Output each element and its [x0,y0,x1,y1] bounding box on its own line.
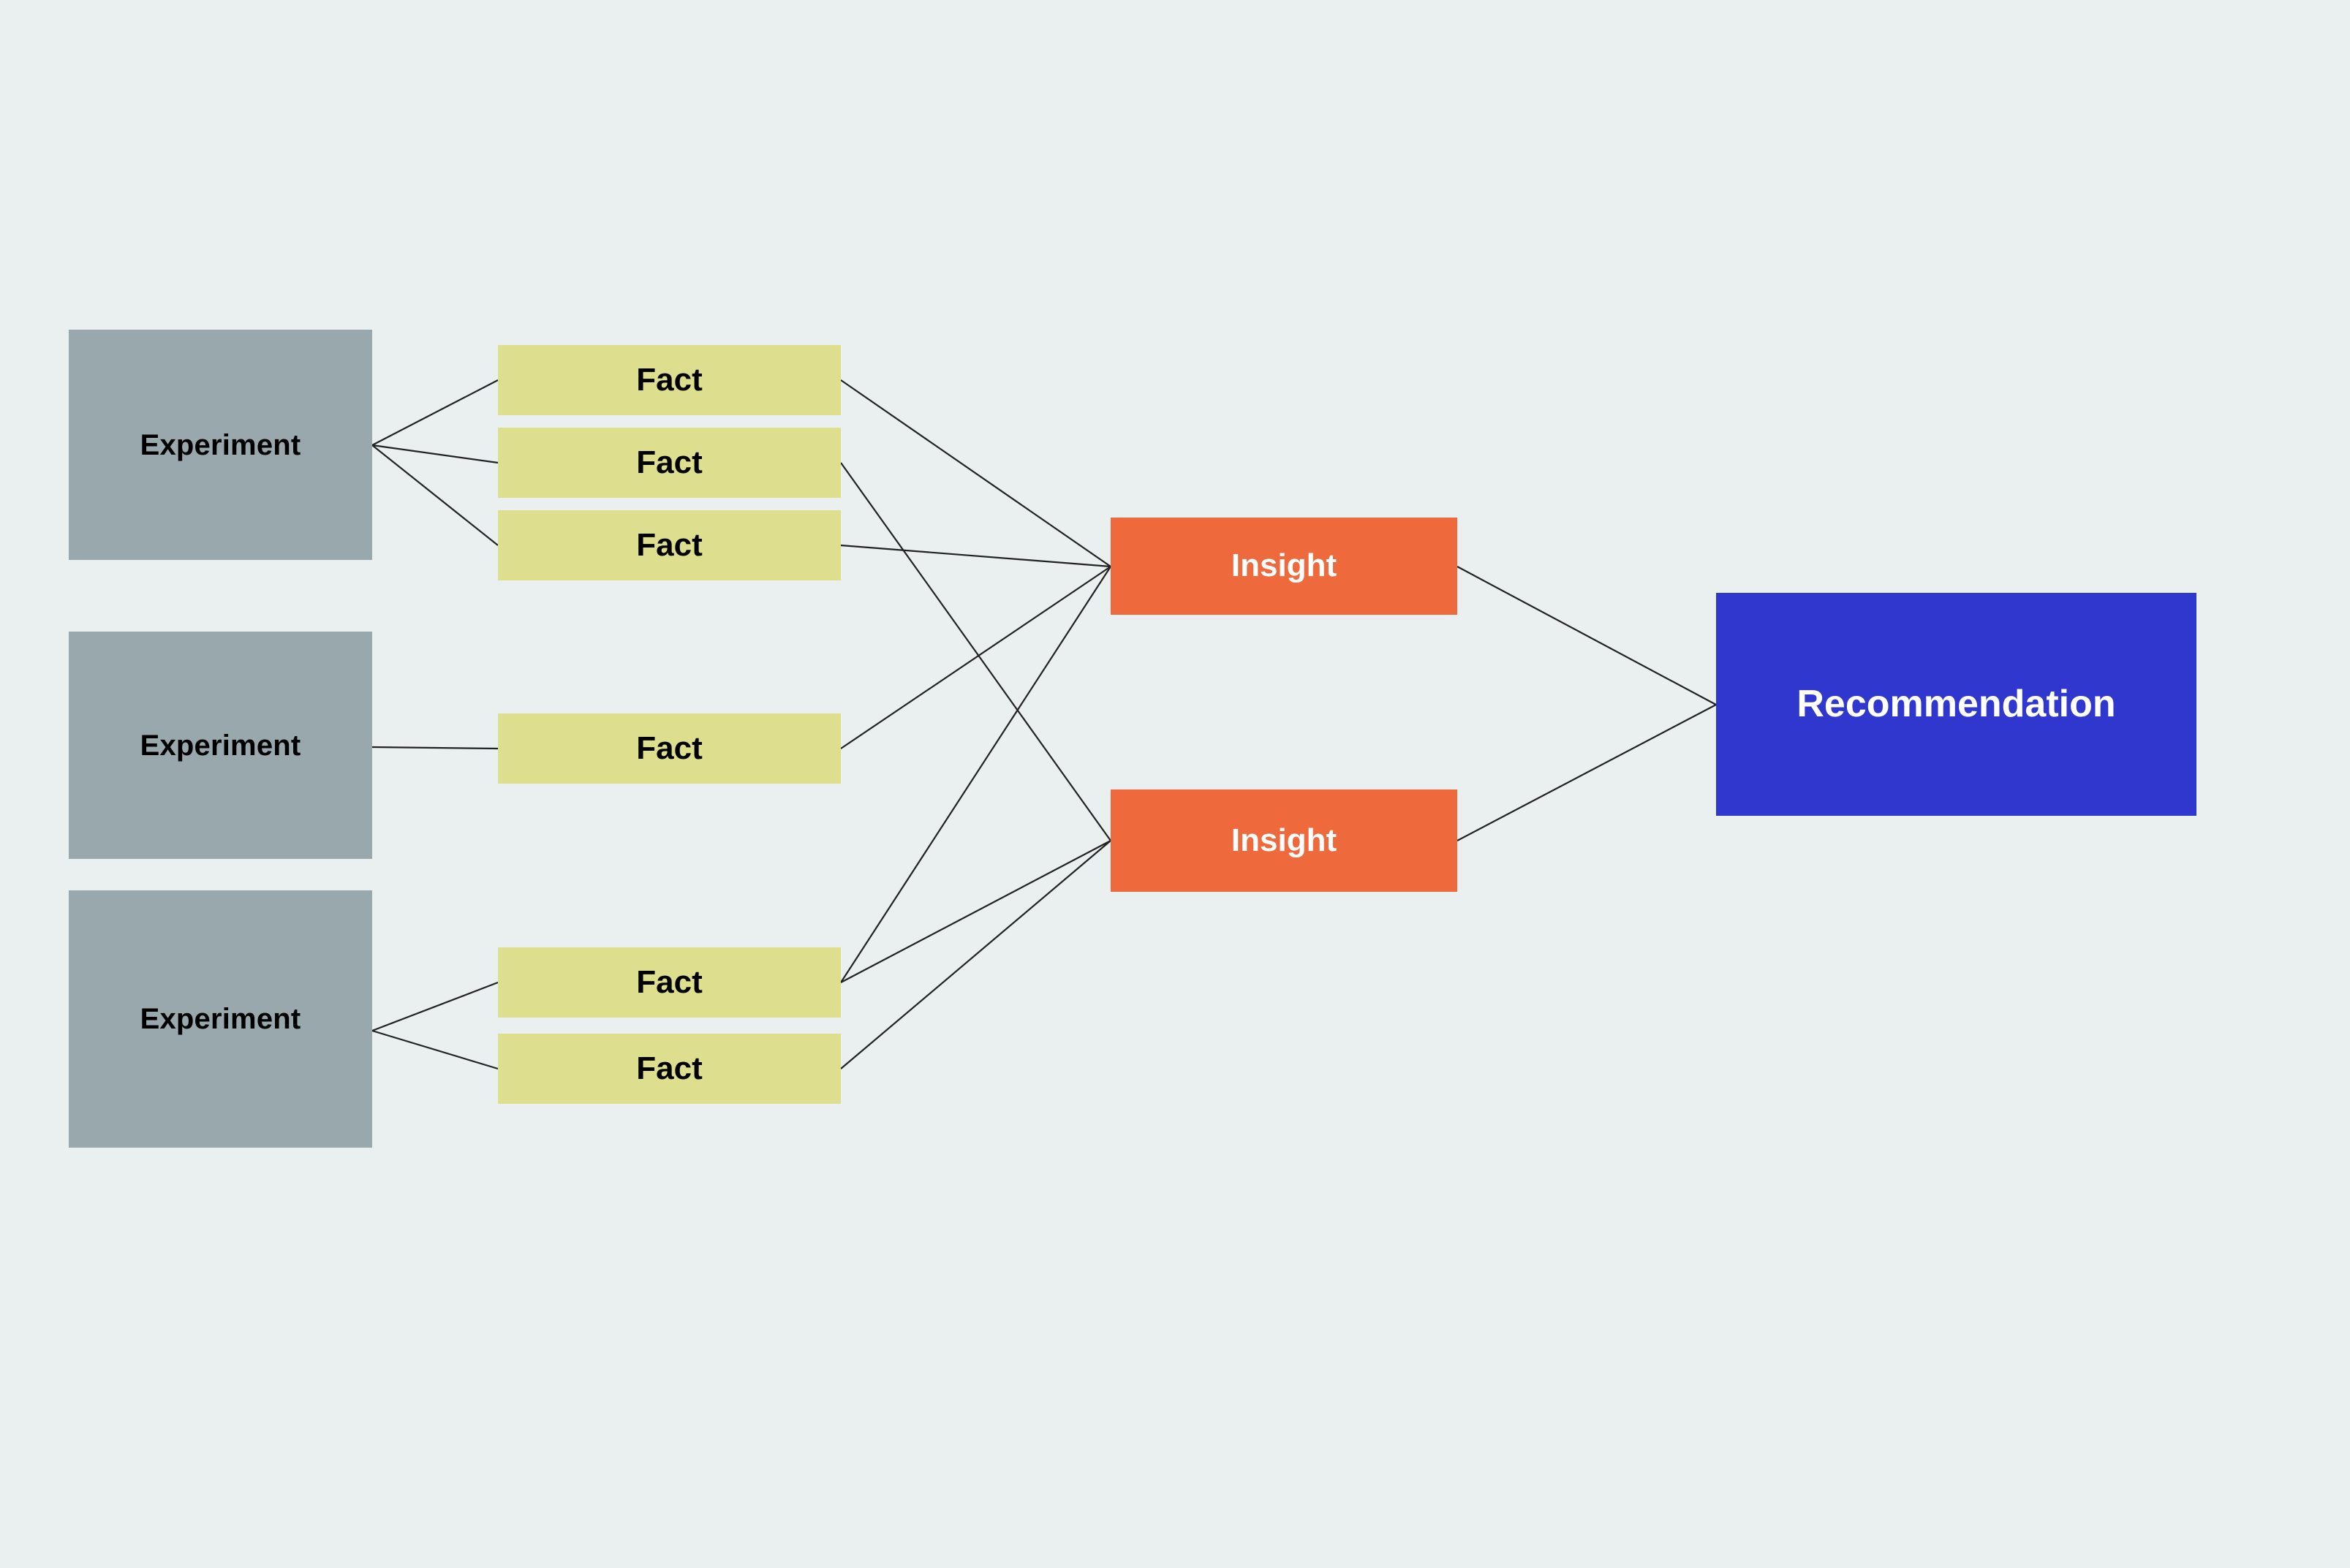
node-label-fact-3: Fact [636,526,703,563]
node-label-insight-1: Insight [1231,548,1337,584]
edge-fact-5-to-insight-1 [840,566,1111,983]
edge-insight-1-to-recommendation-1 [1457,566,1717,705]
edge-experiment-1-to-fact-1 [371,379,499,446]
node-label-fact-6: Fact [636,1050,703,1086]
node-experiment-1[interactable]: Experiment [69,330,372,560]
node-insight-1[interactable]: Insight [1111,518,1457,615]
node-label-recommendation-1: Recommendation [1796,682,2116,725]
edge-fact-1-to-insight-1 [840,379,1111,567]
edge-fact-4-to-insight-1 [840,566,1111,749]
edge-insight-2-to-recommendation-1 [1457,704,1717,841]
node-label-fact-5: Fact [636,963,703,1000]
edge-experiment-1-to-fact-3 [371,444,499,546]
node-insight-2[interactable]: Insight [1111,789,1457,892]
node-label-fact-1: Fact [636,361,703,398]
node-label-experiment-3: Experiment [140,1003,301,1035]
node-fact-5[interactable]: Fact [498,947,841,1018]
node-fact-6[interactable]: Fact [498,1034,841,1104]
node-label-insight-2: Insight [1231,822,1337,858]
node-recommendation-1[interactable]: Recommendation [1716,593,2196,816]
node-label-fact-4: Fact [636,730,703,766]
edge-fact-5-to-insight-2 [840,840,1111,983]
node-fact-3[interactable]: Fact [498,510,841,580]
node-experiment-3[interactable]: Experiment [69,890,372,1148]
edge-experiment-2-to-fact-4 [371,746,499,750]
node-experiment-2[interactable]: Experiment [69,632,372,859]
node-fact-4[interactable]: Fact [498,713,841,784]
node-fact-2[interactable]: Fact [498,428,841,498]
node-fact-1[interactable]: Fact [498,345,841,415]
node-label-experiment-1: Experiment [140,428,301,461]
edge-experiment-1-to-fact-2 [371,444,499,464]
edge-fact-3-to-insight-1 [840,544,1111,568]
edge-fact-6-to-insight-2 [840,840,1111,1069]
node-label-experiment-2: Experiment [140,729,301,762]
edge-experiment-3-to-fact-6 [371,1029,499,1070]
node-label-fact-2: Fact [636,444,703,480]
edge-experiment-3-to-fact-5 [371,981,499,1032]
edge-fact-2-to-insight-2 [840,462,1111,841]
